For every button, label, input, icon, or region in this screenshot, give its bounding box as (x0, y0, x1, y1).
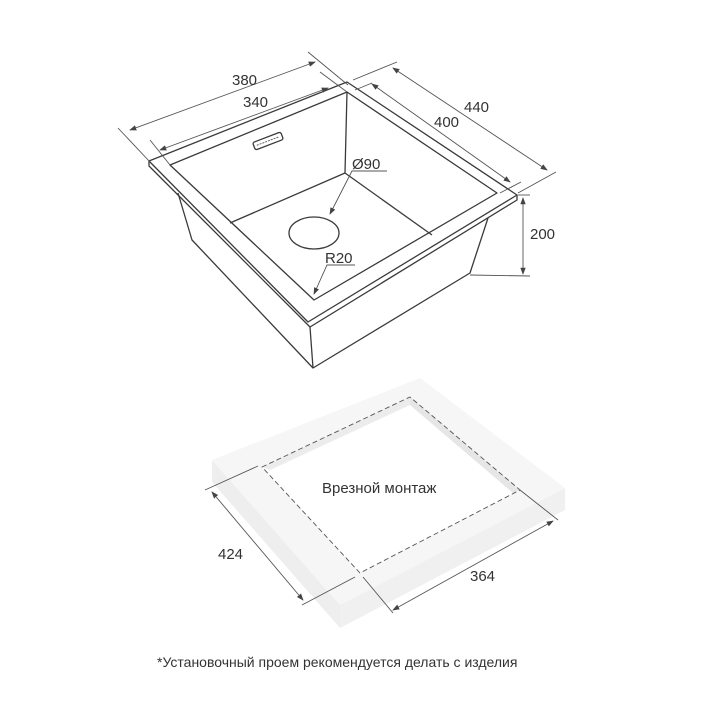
dim-depth: 200 (530, 226, 556, 243)
dim-inner-width: 340 (243, 94, 269, 111)
dim-cutout-length: 424 (218, 546, 244, 563)
footnote: *Установочный проем рекомендуется делать… (157, 654, 518, 670)
dim-outer-width: 380 (232, 72, 258, 89)
drain-hole (288, 216, 340, 250)
sink-dimension-lines (117, 51, 557, 295)
sink-body (148, 81, 518, 369)
dim-outer-length: 440 (464, 99, 490, 116)
overflow-slot (252, 131, 284, 151)
dim-inner-length: 400 (434, 114, 460, 131)
dim-corner-radius: R20 (325, 250, 353, 267)
countertop (212, 378, 565, 628)
dim-cutout-width: 364 (470, 568, 496, 585)
cutout-title: Врезной монтаж (322, 480, 437, 497)
cutout-dimension-lines (204, 465, 559, 614)
dim-drain-diameter: Ø90 (352, 156, 381, 173)
